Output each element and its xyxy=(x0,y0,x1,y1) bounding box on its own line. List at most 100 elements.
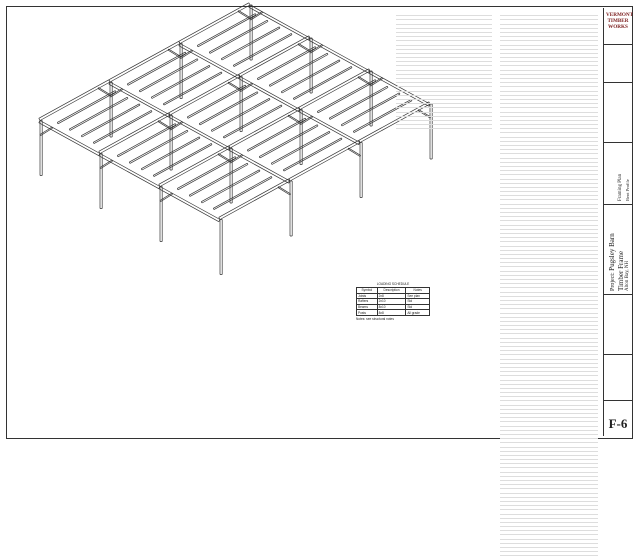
table-row xyxy=(396,29,492,33)
table-row xyxy=(500,330,598,335)
table-row xyxy=(500,234,598,239)
drawing-label: Framing Plan xyxy=(618,173,623,201)
table-row xyxy=(500,75,598,79)
scale-box xyxy=(604,354,632,400)
table-row xyxy=(500,167,598,172)
table-row xyxy=(500,397,598,402)
table-row xyxy=(500,150,598,155)
drawing-sheet-border xyxy=(6,6,633,439)
table-row xyxy=(500,364,598,368)
table-row xyxy=(500,217,598,222)
legend-header: Description xyxy=(376,287,407,294)
company-logo: VERMONT TIMBER WORKS xyxy=(606,12,633,30)
table-row xyxy=(500,360,598,364)
timber-member xyxy=(80,103,141,138)
timber-member xyxy=(198,91,259,126)
timber-member xyxy=(99,153,103,209)
table-row xyxy=(500,334,598,339)
timber-member xyxy=(212,176,273,210)
table-row xyxy=(500,58,598,63)
table-row xyxy=(500,180,598,184)
timber-member xyxy=(299,115,313,125)
table-row xyxy=(500,117,598,121)
timber-member xyxy=(289,180,293,237)
timber-member xyxy=(369,70,373,127)
table-row xyxy=(396,92,492,96)
table-row xyxy=(500,406,598,410)
timber-member xyxy=(280,59,341,94)
timber-member xyxy=(39,120,43,176)
table-row xyxy=(500,50,598,54)
table-row xyxy=(500,29,598,33)
timber-member xyxy=(309,44,323,54)
timber-member xyxy=(116,123,177,158)
table-row xyxy=(500,146,598,151)
table-row xyxy=(396,25,492,29)
table-row xyxy=(500,25,598,29)
timber-member xyxy=(220,26,281,61)
timber-member xyxy=(238,35,311,77)
table-row xyxy=(396,83,492,88)
title-block: VERMONT TIMBER WORKS Framing Plan Bent P… xyxy=(603,8,633,436)
legend-cell: Std xyxy=(405,298,430,305)
project-prefix: Project: xyxy=(610,272,616,291)
legend-cell: 2x8 xyxy=(376,292,407,300)
timber-member xyxy=(38,120,101,156)
drawing-title-box: Framing Plan Bent Profile xyxy=(604,142,632,204)
table-row xyxy=(500,83,598,88)
table-row xyxy=(396,41,492,46)
timber-member xyxy=(158,186,221,222)
table-row xyxy=(500,196,598,201)
table-row xyxy=(396,16,492,21)
table-row xyxy=(500,267,598,272)
timber-member xyxy=(287,114,301,124)
table-row xyxy=(500,355,598,360)
table-row xyxy=(500,41,598,46)
table-row xyxy=(396,125,492,130)
timber-member xyxy=(179,43,183,99)
table-row xyxy=(500,125,598,130)
timber-member xyxy=(239,82,253,92)
timber-member xyxy=(228,107,301,149)
timber-member xyxy=(178,2,251,44)
timber-member xyxy=(222,104,283,139)
timber-member xyxy=(358,101,431,143)
table-row xyxy=(500,159,598,163)
timber-member xyxy=(299,109,303,165)
table-row xyxy=(500,54,598,59)
table-row xyxy=(396,100,492,105)
timber-member xyxy=(99,159,113,169)
timber-member xyxy=(138,58,199,93)
timber-member xyxy=(98,112,171,154)
table-row xyxy=(396,96,492,100)
table-row xyxy=(500,200,598,205)
table-row xyxy=(500,401,598,406)
table-row xyxy=(500,175,598,180)
table-row xyxy=(500,422,598,427)
timber-member xyxy=(92,110,153,144)
table-row xyxy=(500,343,598,347)
logo-text: TIMBER xyxy=(607,18,629,24)
table-row xyxy=(500,418,598,423)
timber-member xyxy=(159,186,163,242)
timber-member xyxy=(316,79,377,114)
timber-member xyxy=(258,124,319,159)
table-row xyxy=(500,351,598,356)
timber-member xyxy=(217,153,231,163)
timber-member xyxy=(108,81,171,118)
timber-member xyxy=(417,109,431,119)
table-row xyxy=(500,439,598,444)
table-row xyxy=(396,46,492,50)
timber-member xyxy=(150,64,211,99)
timber-member xyxy=(157,120,171,130)
timber-member xyxy=(167,48,181,58)
timber-member xyxy=(176,156,237,191)
table-row xyxy=(500,121,598,126)
timber-member xyxy=(169,121,183,131)
table-row xyxy=(500,284,598,289)
table-row xyxy=(500,301,598,306)
drawing-sub-label: Bent Profile xyxy=(625,179,630,201)
timber-member xyxy=(249,11,263,21)
timber-member xyxy=(357,76,371,86)
table-row xyxy=(396,104,492,109)
